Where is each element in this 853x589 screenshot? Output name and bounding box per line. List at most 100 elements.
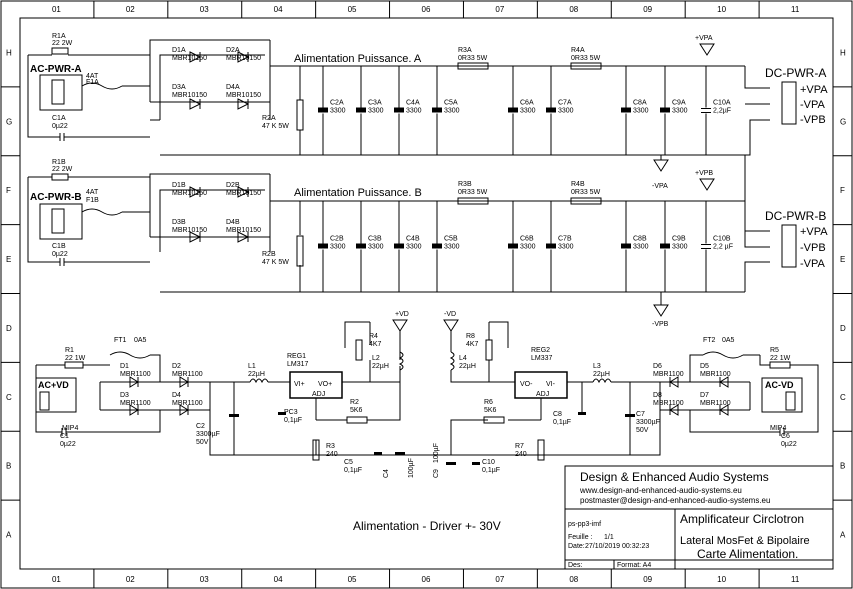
grid-col-02-bottom: 02	[126, 575, 135, 584]
d2-value: MBR1100	[172, 371, 203, 378]
d3a-ref: D3A	[172, 84, 186, 91]
diode-d4	[179, 404, 189, 416]
driver-title: Alimentation - Driver +- 30V	[353, 519, 501, 533]
l1-inductor	[249, 378, 269, 384]
l1-value: 22µH	[248, 371, 265, 378]
channel-b-cap-c6b	[508, 243, 518, 249]
channel-a-cap-c8a	[621, 107, 631, 113]
c2-ref: C2	[196, 423, 205, 430]
channel-b-cap-value: 3300	[368, 244, 384, 251]
vpa-arrow	[699, 43, 715, 56]
c10-ref: C10	[482, 459, 495, 466]
grid-row-A-left: A	[6, 531, 12, 540]
grid-col-08-top: 08	[569, 5, 578, 14]
dc-pwr-a-pin3: -VPB	[800, 114, 826, 126]
ft2-value: 0A5	[722, 337, 735, 344]
grid-col-06-top: 06	[422, 5, 431, 14]
c6-value: 0µ22	[781, 441, 797, 448]
channel-a-cap-value: 3300	[444, 108, 460, 115]
channel-b-cap-ref: C5B	[444, 236, 458, 243]
r3b-ref: R3B	[458, 181, 472, 188]
d7-ref: D7	[700, 392, 709, 399]
c10-capacitor	[472, 462, 480, 465]
sheet-value: 1/1	[604, 534, 614, 541]
r5-ref: R5	[770, 347, 779, 354]
ac-pwr-a-label: AC-PWR-A	[30, 64, 82, 75]
diode-d3a	[189, 98, 202, 110]
c4-value: 100µF	[408, 458, 415, 478]
dc-pwr-b-pin2: -VPB	[800, 242, 826, 254]
diode-d8	[669, 404, 679, 416]
channel-b-cap-ref: C8B	[633, 236, 647, 243]
title-line-3: Carte Alimentation.	[697, 547, 798, 561]
vd-minus-arrow	[443, 319, 459, 332]
l2-value: 22µH	[372, 363, 389, 370]
channel-a-cap-ref: C7A	[558, 100, 572, 107]
channel-a-cap-c2a	[318, 107, 328, 113]
d3-ref: D3	[120, 392, 129, 399]
r7-value: 240	[515, 451, 527, 458]
c9-value: 100µF	[433, 443, 440, 463]
channel-a-cap-value: 3300	[558, 108, 574, 115]
grid-col-11-top: 11	[791, 5, 800, 14]
d4b-value: MBR10150	[226, 227, 261, 234]
grid-row-E-left: E	[6, 255, 11, 264]
pc3-ref: PC3	[284, 409, 298, 416]
r4-resistor	[355, 339, 363, 361]
grid-col-04-bottom: 04	[274, 575, 283, 584]
pc3-value: 0,1µF	[284, 417, 302, 424]
c7-voltage: 50V	[636, 427, 649, 434]
reg2-value: LM337	[531, 355, 553, 362]
sheet-label: Feuille :	[568, 534, 593, 541]
r3-ref: R3	[326, 443, 335, 450]
l1-ref: L1	[248, 363, 256, 370]
reg2-pin-vo: VO-	[520, 381, 533, 388]
d2b-ref: D2B	[226, 182, 240, 189]
grid-row-H-left: H	[6, 48, 12, 57]
c1-value: 0µ22	[60, 441, 76, 448]
fuse-b-symbol	[81, 208, 123, 216]
grid-col-10-bottom: 10	[717, 575, 726, 584]
date-label: Date:	[568, 543, 585, 550]
channel-b-rails	[160, 200, 745, 293]
c1-ref: C1	[60, 433, 69, 440]
ac-pwr-b-connector	[39, 203, 83, 240]
channel-a-cap-value: 3300	[330, 108, 346, 115]
grid-col-03-top: 03	[200, 5, 209, 14]
ac-pwr-b-label: AC-PWR-B	[30, 192, 82, 203]
channel-a-cap-ref: C6A	[520, 100, 534, 107]
channel-b-cap-value: 3300	[406, 244, 422, 251]
reg2-pin-vi: VI-	[546, 381, 556, 388]
grid-row-G-left: G	[6, 117, 12, 126]
grid-col-08-bottom: 08	[569, 575, 578, 584]
d1a-ref: D1A	[172, 47, 186, 54]
channel-a-cap-c3a	[356, 107, 366, 113]
vpb-arrow	[699, 178, 715, 191]
r4b-value: 0R33 5W	[571, 189, 601, 196]
r1-ref: R1	[65, 347, 74, 354]
channel-a-cap-ref: C2A	[330, 100, 344, 107]
d2b-value: MBR10150	[226, 190, 261, 197]
channel-a-cap-value: 3300	[406, 108, 422, 115]
c8-ref: C8	[553, 411, 562, 418]
title-block: Design & Enhanced Audio Systems www.desi…	[564, 465, 834, 570]
ac-pwr-b-pins	[51, 208, 65, 234]
channel-a-cap-ref: C10A	[713, 100, 731, 107]
driver-section: R1 22 1W FT1 0A5 AC+VD C1 0µ22 MIP4 D1 M…	[35, 311, 819, 533]
r3b-value: 0R33 5W	[458, 189, 488, 196]
channel-a-cap-ref: C8A	[633, 100, 647, 107]
neg-vpa-label: -VPA	[652, 183, 668, 190]
vpa-top-label: +VPA	[695, 35, 713, 42]
channel-b-cap-c4b	[394, 243, 404, 249]
d1-ref: D1	[120, 363, 129, 370]
diode-d3	[129, 404, 139, 416]
grid-col-09-top: 09	[643, 5, 652, 14]
d3b-ref: D3B	[172, 219, 186, 226]
grid-col-11-bottom: 11	[791, 575, 800, 584]
d4a-value: MBR10150	[226, 92, 261, 99]
c7-ref: C7	[636, 411, 645, 418]
c5-value: 0,1µF	[344, 467, 362, 474]
dc-pwr-b-pin1: +VPA	[800, 226, 828, 238]
grid-row-D-left: D	[6, 324, 12, 333]
